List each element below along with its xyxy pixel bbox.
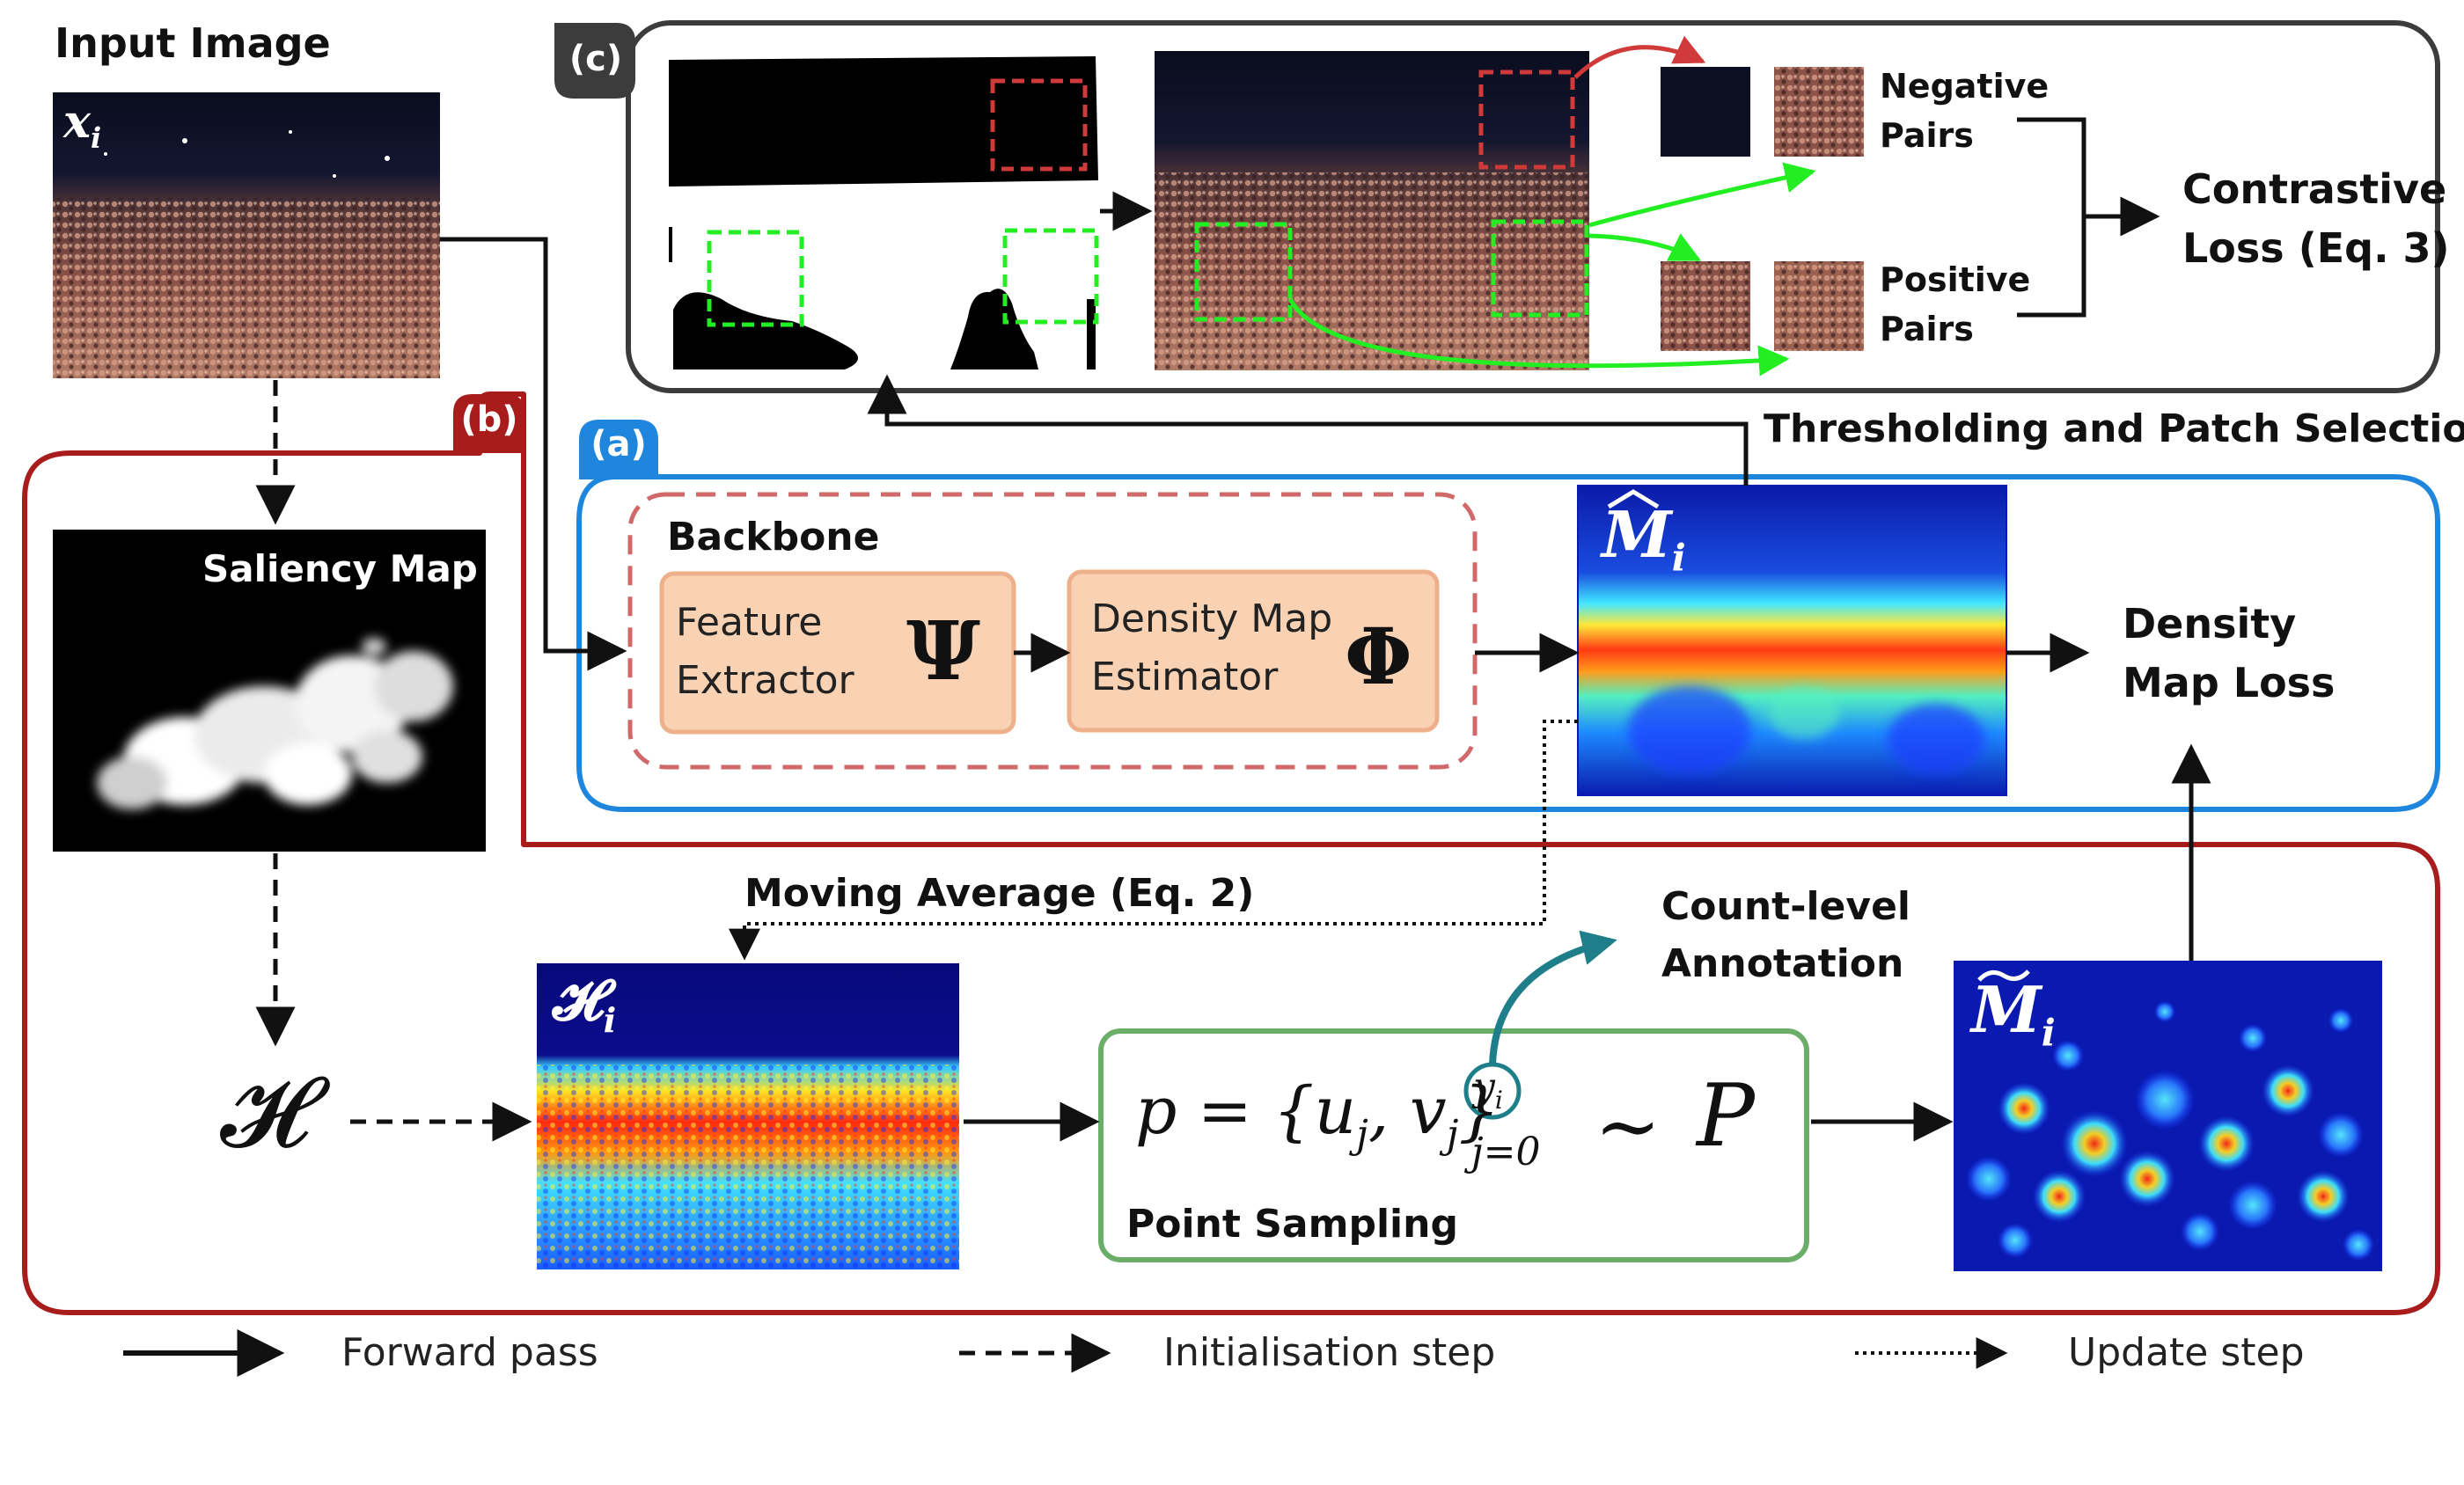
x-i-symbol: x	[63, 95, 92, 149]
point-sampling-label: Point Sampling	[1126, 1202, 1458, 1247]
x-i-subscript: i	[91, 121, 102, 155]
formula-y: y	[1473, 1064, 1495, 1109]
neg-patch-box-crowd	[1478, 69, 1575, 170]
neg-patch-box-mask	[990, 78, 1088, 172]
formula-y-sub: i	[1494, 1085, 1503, 1115]
panel-c-tab	[554, 23, 635, 99]
panel-c-tag: (c)	[568, 39, 623, 79]
sampling-formula: p = {uj, vj}	[1135, 1073, 1500, 1157]
pos-arrow-to-pos2	[1287, 297, 1790, 377]
input-image-label: Input Image	[55, 19, 331, 67]
script-h-symbol: 𝓗	[220, 1056, 310, 1170]
m-tilde-image	[1954, 961, 2382, 1271]
m-tilde-subscript: i	[2041, 1011, 2056, 1055]
formula-close: }	[1458, 1073, 1500, 1149]
saliency-map-label: Saliency Map	[202, 547, 478, 590]
psi-symbol: Ψ	[906, 604, 981, 699]
negative-pairs-label-2: Pairs	[1880, 116, 1974, 155]
pos-patch-box-mask-right	[1002, 228, 1099, 325]
positive-pairs-label-2: Pairs	[1880, 310, 1974, 348]
input-image	[53, 92, 440, 378]
formula-main: p = {u	[1135, 1073, 1357, 1149]
input-to-backbone-arrow	[440, 237, 627, 671]
h-i-image	[537, 963, 959, 1269]
backbone-label: Backbone	[667, 515, 880, 560]
saliency-map-image	[53, 530, 486, 852]
neg-patch-crowd	[1774, 67, 1864, 157]
m-hat-symbol: M	[1602, 497, 1672, 572]
legend-update-label: Update step	[2068, 1330, 2305, 1375]
density-map-loss-label-2: Map Loss	[2123, 659, 2336, 706]
phi-symbol: Φ	[1345, 611, 1412, 702]
h-i-label: 𝓗i	[553, 968, 616, 1040]
neg-patch-dark	[1661, 67, 1750, 157]
point-sampling-box	[1098, 1028, 1809, 1262]
pos-patch-crowd-1	[1661, 261, 1750, 351]
density-estimator-label-1: Density Map	[1091, 596, 1333, 641]
legend-forward-label: Forward pass	[341, 1330, 598, 1375]
m-tilde-label: Mi	[1971, 972, 2056, 1054]
formula-tilde: ∼	[1595, 1080, 1661, 1173]
legend-init-label: Initialisation step	[1163, 1330, 1496, 1375]
panel-a-tag: (a)	[590, 424, 647, 465]
panel-a-tab	[579, 420, 658, 479]
formula-lower: j=0	[1471, 1130, 1541, 1174]
density-map-loss-label-1: Density	[2123, 600, 2297, 647]
mhat-to-threshold-arrow	[867, 374, 1749, 486]
contrastive-loss-label-1: Contrastive	[2182, 165, 2447, 213]
feature-extractor-label-1: Feature	[676, 600, 823, 645]
contrastive-loss-label-2: Loss (Eq. 3)	[2182, 224, 2450, 272]
formula-j2: j	[1446, 1111, 1459, 1157]
h-i-subscript: i	[603, 999, 617, 1040]
m-tilde-accent-svg	[1977, 969, 2030, 982]
pos-patch-box-mask-left	[707, 230, 804, 327]
m-hat-image	[1577, 485, 2007, 796]
count-level-label-2: Annotation	[1661, 941, 1904, 986]
pos-patch-box-crowd-left	[1194, 222, 1293, 322]
formula-upper: yi	[1473, 1064, 1503, 1115]
threshold-mask-bottom	[669, 227, 1096, 369]
count-level-label-1: Count-level	[1661, 884, 1910, 929]
feature-extractor-label-2: Extractor	[676, 658, 854, 703]
pos-patch-box-crowd-right	[1491, 219, 1589, 318]
moving-average-label: Moving Average (Eq. 2)	[744, 871, 1255, 916]
m-hat-accent	[1607, 489, 1660, 509]
m-tilde-symbol: M	[1971, 972, 2042, 1047]
count-annotation-arrow	[1489, 930, 1617, 1065]
panel-a-border	[576, 474, 2440, 812]
m-hat-accent-svg	[1607, 489, 1660, 509]
panel-b-tag: (b)	[460, 399, 518, 440]
negative-pairs-label-1: Negative	[1880, 67, 2050, 106]
neg-arrow	[1573, 35, 1706, 79]
pos-arrow-to-pos1	[1588, 233, 1702, 262]
backbone-box	[627, 492, 1478, 770]
panel-c-border	[626, 20, 2440, 393]
pos-patch-crowd-2	[1774, 261, 1864, 351]
positive-pairs-label-1: Positive	[1880, 260, 2031, 299]
thresholding-label: Thresholding and Patch Selection	[1764, 406, 2464, 451]
pos-arrow-to-neg-crowd	[1588, 162, 1816, 228]
panel-b-tab	[453, 394, 525, 453]
formula-p: P	[1697, 1066, 1755, 1167]
density-estimator-label-2: Estimator	[1091, 655, 1279, 699]
h-i-symbol: 𝓗	[553, 968, 604, 1034]
m-hat-label: Mi	[1602, 497, 1686, 579]
m-tilde-accent	[1976, 966, 2031, 985]
threshold-mask-top	[669, 56, 1098, 187]
formula-comma: , v	[1368, 1073, 1447, 1149]
m-hat-subscript: i	[1671, 536, 1686, 580]
moving-average-arrow	[729, 720, 1578, 961]
x-i-label: xi	[63, 95, 101, 154]
formula-j: j	[1356, 1111, 1368, 1157]
crowd-image-c	[1155, 51, 1589, 370]
